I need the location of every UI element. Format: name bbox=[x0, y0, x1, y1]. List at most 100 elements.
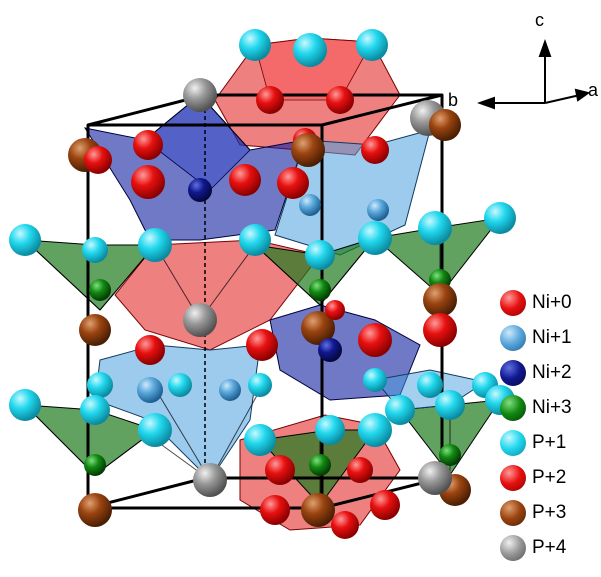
atom-p1 bbox=[417, 372, 443, 398]
atom-p2 bbox=[256, 86, 284, 114]
atom-p1 bbox=[239, 224, 271, 256]
atom-p2 bbox=[326, 86, 354, 114]
legend-label: P+2 bbox=[532, 466, 567, 488]
legend-swatch bbox=[500, 429, 526, 456]
atom-p1 bbox=[435, 390, 465, 420]
legend-swatch bbox=[500, 499, 526, 526]
legend-label: P+4 bbox=[532, 536, 567, 558]
atom-p1 bbox=[138, 413, 172, 447]
atom-p2 bbox=[260, 495, 290, 525]
atom-p2 bbox=[84, 146, 112, 174]
atom-p2 bbox=[347, 457, 373, 483]
atom-p4 bbox=[183, 78, 217, 112]
atom-ni3 bbox=[439, 444, 461, 466]
atom-ni2 bbox=[188, 178, 212, 202]
atom-p1 bbox=[484, 202, 516, 234]
atom-p1 bbox=[168, 373, 192, 397]
atom-p2 bbox=[423, 313, 457, 347]
atom-p2 bbox=[133, 130, 163, 160]
atom-ni3 bbox=[309, 279, 331, 301]
atom-p4 bbox=[418, 461, 452, 495]
atom-p1 bbox=[358, 221, 392, 255]
legend-item: Ni+0 bbox=[500, 285, 572, 320]
legend-item: P+3 bbox=[500, 495, 572, 530]
a-axis-arrow bbox=[544, 94, 581, 104]
axis-label-a: a bbox=[588, 80, 599, 100]
legend-item: Ni+2 bbox=[500, 355, 572, 390]
atom-ni1 bbox=[367, 199, 389, 221]
atom-p2 bbox=[361, 136, 389, 164]
atom-p3 bbox=[429, 109, 461, 141]
atom-ni2 bbox=[318, 338, 342, 362]
atom-p3 bbox=[301, 311, 335, 345]
c-axis-arrowhead bbox=[538, 39, 552, 57]
legend-swatch bbox=[500, 359, 526, 386]
legend-item: P+2 bbox=[500, 460, 572, 495]
atom-p1 bbox=[418, 211, 452, 245]
atom-p1 bbox=[87, 372, 113, 398]
legend: Ni+0 Ni+1 Ni+2 Ni+3 P+1 P+2 P+3 P+4 bbox=[500, 285, 572, 565]
atom-p3 bbox=[423, 283, 457, 317]
legend-label: Ni+2 bbox=[532, 361, 572, 383]
atom-p1 bbox=[80, 395, 110, 425]
atom-ni1 bbox=[137, 377, 163, 403]
atom-p3 bbox=[291, 133, 325, 167]
legend-swatch bbox=[500, 464, 526, 491]
axis-indicator bbox=[477, 39, 591, 110]
atom-p2 bbox=[265, 455, 295, 485]
atom-p2 bbox=[229, 164, 261, 196]
atom-p1 bbox=[82, 237, 108, 263]
atom-p1 bbox=[305, 240, 335, 270]
legend-item: Ni+3 bbox=[500, 390, 572, 425]
legend-swatch bbox=[500, 394, 526, 421]
atom-p1 bbox=[138, 228, 172, 262]
atom-p1 bbox=[248, 373, 272, 397]
atom-ni3 bbox=[309, 454, 331, 476]
legend-item: Ni+1 bbox=[500, 320, 572, 355]
atom-p2 bbox=[370, 490, 400, 520]
atom-p3 bbox=[79, 314, 111, 346]
atoms bbox=[9, 29, 516, 539]
atom-p2 bbox=[331, 511, 359, 539]
atom-p2 bbox=[358, 323, 392, 357]
legend-label: Ni+3 bbox=[532, 396, 572, 418]
atom-p1 bbox=[385, 395, 415, 425]
legend-swatch bbox=[500, 324, 526, 351]
atom-ni3 bbox=[84, 454, 106, 476]
legend-label: P+1 bbox=[532, 431, 567, 453]
legend-item: P+1 bbox=[500, 425, 572, 460]
legend-label: Ni+0 bbox=[532, 291, 572, 313]
b-axis-arrowhead bbox=[477, 96, 495, 110]
atom-p1 bbox=[315, 415, 345, 445]
atom-p1 bbox=[9, 389, 41, 421]
axis-label-c: c bbox=[535, 10, 544, 30]
legend-swatch bbox=[500, 289, 526, 316]
atom-p2 bbox=[325, 300, 345, 320]
legend-label: Ni+1 bbox=[532, 326, 572, 348]
atom-ni3 bbox=[89, 279, 111, 301]
atom-p1 bbox=[9, 224, 41, 256]
atom-p3 bbox=[78, 493, 112, 527]
legend-label: P+3 bbox=[532, 501, 567, 523]
atom-p2 bbox=[131, 165, 165, 199]
atom-p1 bbox=[356, 29, 388, 61]
atom-p2 bbox=[277, 167, 309, 199]
axis-label-b: b bbox=[448, 90, 459, 110]
atom-p4 bbox=[183, 303, 217, 337]
lightblue-polyhedron-lower bbox=[94, 344, 261, 481]
atom-p2 bbox=[246, 329, 278, 361]
atom-p1 bbox=[239, 29, 271, 61]
atom-ni1 bbox=[219, 379, 241, 401]
a-axis-arrowhead bbox=[574, 88, 591, 102]
atom-p1 bbox=[244, 424, 276, 456]
legend-item: P+4 bbox=[500, 530, 572, 565]
legend-swatch bbox=[500, 534, 526, 561]
atom-p1 bbox=[363, 368, 387, 392]
atom-p1 bbox=[358, 413, 392, 447]
atom-p2 bbox=[135, 335, 165, 365]
atom-p4 bbox=[193, 463, 227, 497]
atom-p1 bbox=[293, 33, 327, 67]
atom-p3 bbox=[301, 493, 335, 527]
atom-ni1 bbox=[299, 194, 321, 216]
